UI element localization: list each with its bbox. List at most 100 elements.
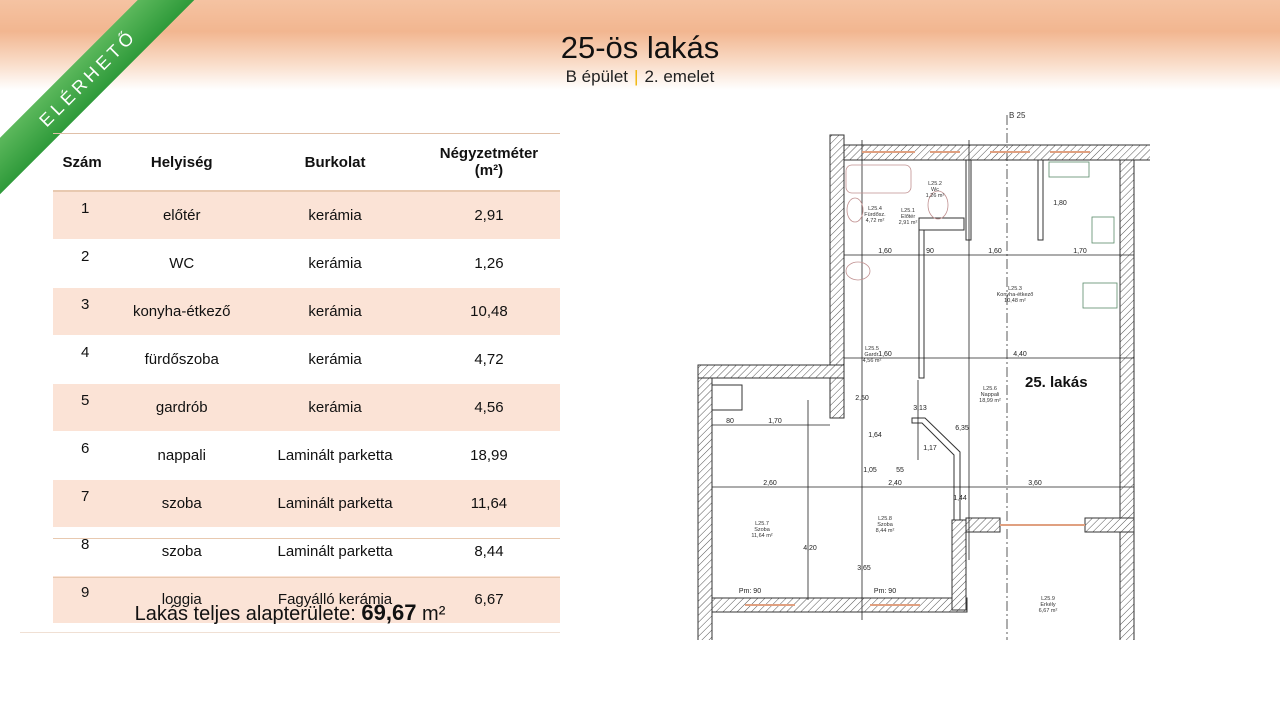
area-value: 6,67 xyxy=(417,575,560,624)
dimension-label: 1,70 xyxy=(1073,248,1087,255)
dimension-label: Pm: 90 xyxy=(874,588,896,595)
area-value: 1,26 xyxy=(417,239,560,288)
flooring: Fagyálló kerámia xyxy=(252,575,418,624)
total-label: Lakás teljes alapterülete: xyxy=(134,603,356,625)
room-label-line: L25.1 xyxy=(901,208,915,214)
row-number: 2 xyxy=(53,239,112,288)
flooring: Laminált parketta xyxy=(252,527,418,576)
room-label-line: Gardr. xyxy=(864,352,880,358)
dimension-label: 4,20 xyxy=(803,545,817,552)
dimension-label: 2,50 xyxy=(855,395,869,402)
walls xyxy=(697,134,1150,640)
room-label-line: 18,99 m² xyxy=(979,398,1001,404)
floor-label: 2. emelet xyxy=(644,67,715,86)
apartment-label: 25. lakás xyxy=(1025,374,1088,391)
total-unit: m² xyxy=(422,603,446,625)
dimension-label: 80 xyxy=(726,418,734,425)
dimension-label: 4,40 xyxy=(1013,351,1027,358)
page-title: 25-ös lakás xyxy=(560,30,720,65)
room-label-line: 2,91 m² xyxy=(899,220,918,226)
row-number: 6 xyxy=(53,431,112,480)
room-label-line: L25.7 xyxy=(755,521,769,527)
page-subtitle: B épület | 2. emelet xyxy=(500,67,780,87)
row-number: 5 xyxy=(53,383,112,432)
flooring: kerámia xyxy=(252,287,418,336)
row-number: 9 xyxy=(53,575,112,624)
area-value: 8,44 xyxy=(417,527,560,576)
room-label-line: 10,48 m² xyxy=(1004,298,1026,304)
room-label-line: L25.5 xyxy=(865,346,879,352)
col-area: Négyzetméter(m²) xyxy=(417,133,560,192)
dimension-label: 1,44 xyxy=(953,495,967,502)
room-name: szoba xyxy=(111,527,253,576)
room-label-line: L25.6 xyxy=(983,386,997,392)
room-name: fürdőszoba xyxy=(111,335,253,384)
flooring: kerámia xyxy=(252,239,418,288)
dimension-label: 6,35 xyxy=(955,425,969,432)
dimension-label: 1,60 xyxy=(878,248,892,255)
area-value: 11,64 xyxy=(417,479,560,528)
room-label-line: L25.4 xyxy=(868,206,882,212)
dimension-label: 1,05 xyxy=(863,467,877,474)
row-number: 4 xyxy=(53,335,112,384)
dimension-label: 1,60 xyxy=(988,248,1002,255)
dimension-label: Pm: 90 xyxy=(739,588,761,595)
dimension-label: 1,64 xyxy=(868,432,882,439)
room-name: szoba xyxy=(111,479,253,528)
room-label-line: Erkély xyxy=(1040,602,1056,608)
flooring: Laminált parketta xyxy=(252,431,418,480)
room-label-line: Szoba xyxy=(877,522,894,528)
flooring: kerámia xyxy=(252,335,418,384)
room-label-line: 11,64 m² xyxy=(751,533,772,539)
row-number: 8 xyxy=(53,527,112,576)
area-value: 4,56 xyxy=(417,383,560,432)
dimension-label: 1,60 xyxy=(878,351,892,358)
building-label: B épület xyxy=(565,67,629,86)
room-label-line: Wc xyxy=(931,187,939,193)
room-label-line: L25.9 xyxy=(1041,596,1055,602)
room-label-line: 4,56 m² xyxy=(863,358,882,364)
row-number: 3 xyxy=(53,287,112,336)
room-label-line: Szoba xyxy=(754,527,771,533)
dimension-label: 3,13 xyxy=(913,405,927,412)
room-label-line: Nappali xyxy=(981,392,1000,398)
dimension-label: 1,80 xyxy=(1053,200,1067,207)
col-flooring: Burkolat xyxy=(252,133,418,192)
total-value: 69,67 xyxy=(361,600,417,625)
header-band xyxy=(0,0,1280,90)
room-label-line: L25.2 xyxy=(928,181,942,187)
table-header: Szám Helyiség Burkolat Négyzetméter(m²) xyxy=(53,133,560,192)
room-label-line: 8,44 m² xyxy=(876,528,895,534)
room-label-line: L25.8 xyxy=(878,516,892,522)
room-name: nappali xyxy=(111,431,253,480)
separator: | xyxy=(634,67,639,86)
room-label-line: Előtér xyxy=(901,214,916,220)
col-area-unit: (m²) xyxy=(474,162,504,179)
divider xyxy=(20,632,560,633)
room-name: gardrób xyxy=(111,383,253,432)
room-label-line: 1,26 m² xyxy=(926,193,945,199)
area-value: 10,48 xyxy=(417,287,560,336)
dimension-label: 1,70 xyxy=(768,418,782,425)
row-number: 1 xyxy=(53,191,112,240)
room-label-line: Fürdősz. xyxy=(864,212,886,218)
room-name: előtér xyxy=(111,191,253,240)
rooms-table: Szám Helyiség Burkolat Négyzetméter(m²) … xyxy=(53,133,560,624)
fixtures xyxy=(845,164,949,281)
dimension-label: 1,17 xyxy=(923,445,937,452)
flooring: Laminált parketta xyxy=(252,479,418,528)
